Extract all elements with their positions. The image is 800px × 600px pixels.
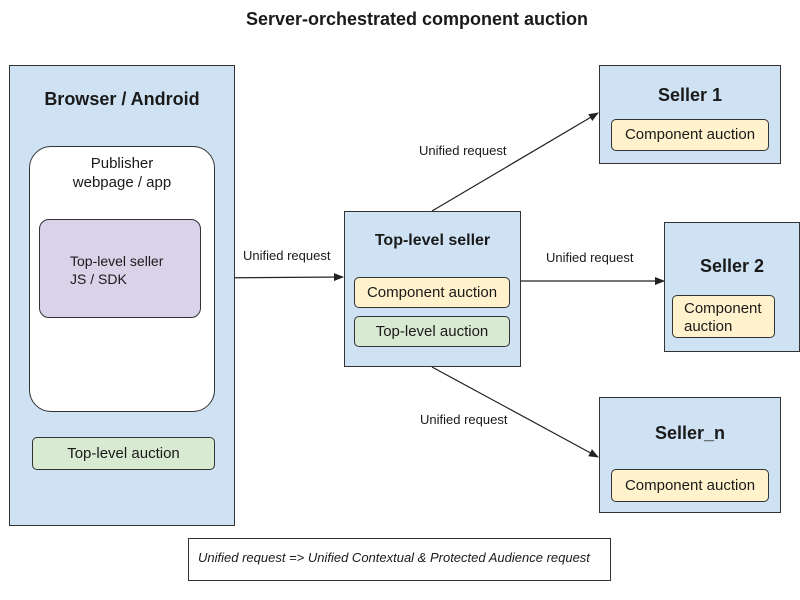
seller-2-component-line2: auction (684, 318, 733, 335)
top-seller-component-auction: Component auction (354, 277, 510, 308)
edge-label-top-to-sellern: Unified request (420, 412, 508, 427)
legend-note-text: Unified request => Unified Contextual & … (198, 550, 590, 565)
seller-js-label-line1: Top-level seller (70, 253, 164, 269)
seller-1-component-auction: Component auction (611, 119, 769, 151)
browser-top-level-auction: Top-level auction (32, 437, 215, 470)
seller-n-label: Seller_n (654, 423, 726, 443)
top-seller-top-level-auction: Top-level auction (354, 316, 510, 347)
arrow-top-seller-to-seller1 (431, 112, 599, 212)
legend-note-box: Unified request => Unified Contextual & … (188, 538, 611, 581)
seller-2-component-auction: Component auction (672, 295, 775, 338)
top-level-seller-js-box: Top-level seller JS / SDK (39, 219, 201, 318)
edge-label-browser-to-top: Unified request (243, 248, 331, 263)
diagram-title: Server-orchestrated component auction (245, 9, 589, 29)
seller-1-label: Seller 1 (657, 85, 723, 105)
seller-2-component-line1: Component (684, 300, 762, 317)
seller-n-component-auction: Component auction (611, 469, 769, 502)
seller-2-label: Seller 2 (699, 256, 765, 276)
publisher-label-line2: webpage / app (72, 174, 172, 191)
seller-js-label-line2: JS / SDK (70, 271, 127, 287)
top-level-seller-label: Top-level seller (374, 232, 491, 249)
publisher-label-line1: Publisher (90, 155, 154, 172)
browser-android-label: Browser / Android (44, 89, 200, 109)
arrow-top-seller-to-sellern (431, 366, 599, 458)
edge-label-top-to-seller2: Unified request (546, 250, 634, 265)
edge-label-top-to-seller1: Unified request (419, 143, 507, 158)
